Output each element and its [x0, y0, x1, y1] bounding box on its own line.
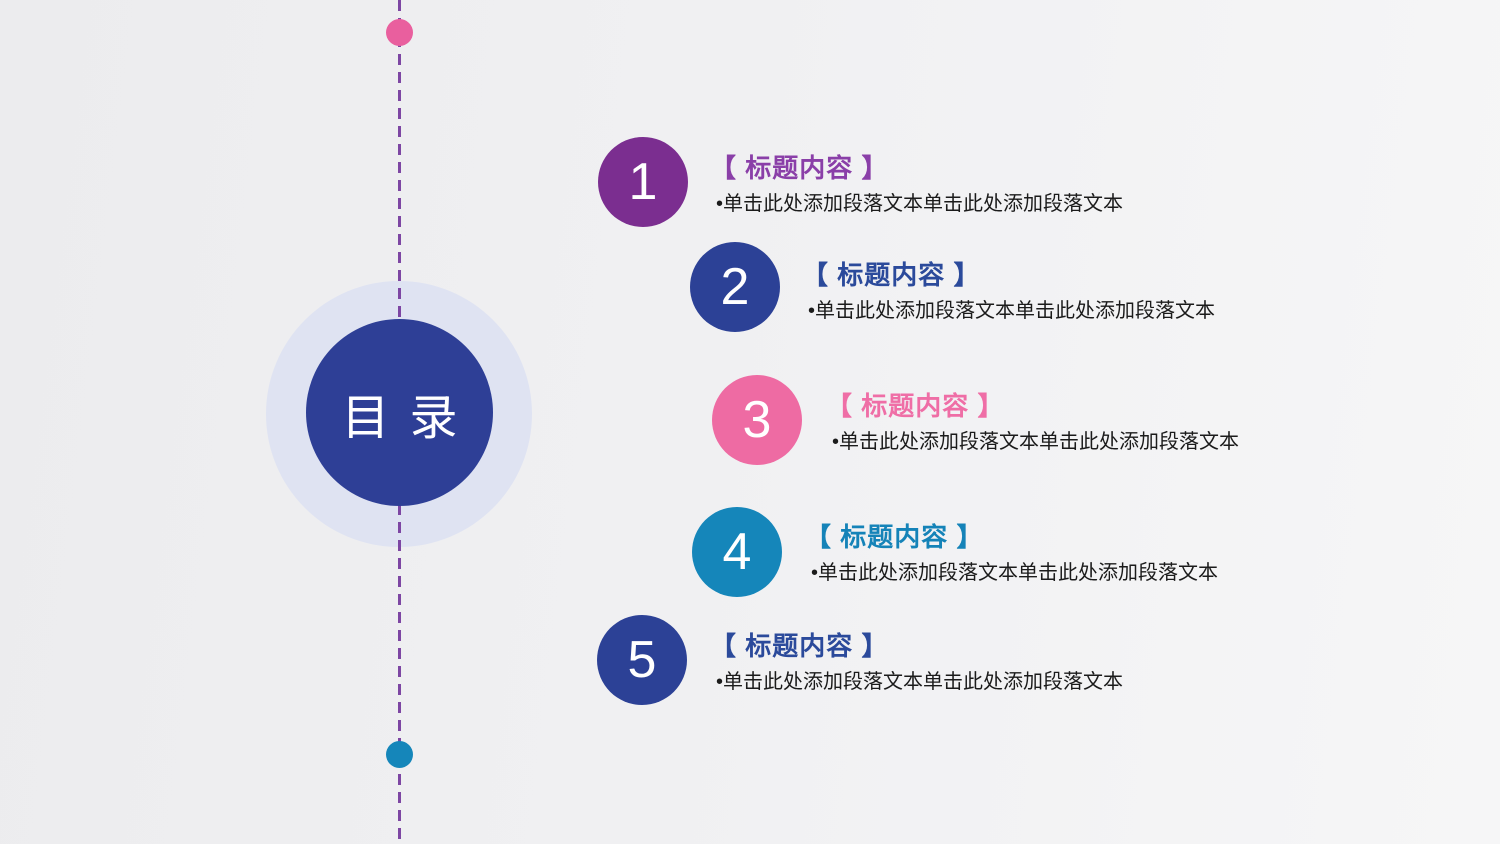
toc-title: 目录 — [341, 391, 478, 445]
item-2-title: 【 标题内容 】 — [802, 260, 981, 290]
timeline-dot-bottom-icon — [386, 741, 413, 768]
item-4-title: 【 标题内容 】 — [805, 522, 984, 552]
item-1-number: 1 — [628, 153, 658, 211]
item-4-number-circle: 4 — [692, 507, 782, 597]
item-5-number-circle: 5 — [597, 615, 687, 705]
timeline-dot-top-icon — [386, 19, 413, 46]
item-3-body: •单击此处添加段落文本单击此处添加段落文本 — [832, 431, 1240, 453]
item-4-body: •单击此处添加段落文本单击此处添加段落文本 — [811, 562, 1219, 584]
item-5-number: 5 — [627, 631, 657, 689]
item-5-title: 【 标题内容 】 — [710, 631, 889, 661]
item-4-number: 4 — [722, 523, 752, 581]
item-2-number-circle: 2 — [690, 242, 780, 332]
item-5-body: •单击此处添加段落文本单击此处添加段落文本 — [716, 671, 1124, 693]
item-2-number: 2 — [720, 258, 750, 316]
item-1-body: •单击此处添加段落文本单击此处添加段落文本 — [716, 193, 1124, 215]
item-1-title: 【 标题内容 】 — [710, 153, 889, 183]
toc-title-circle: 目录 — [306, 319, 493, 506]
item-3-number: 3 — [742, 391, 772, 449]
item-3-title: 【 标题内容 】 — [826, 391, 1005, 421]
item-3-number-circle: 3 — [712, 375, 802, 465]
item-2-body: •单击此处添加段落文本单击此处添加段落文本 — [808, 300, 1216, 322]
item-1-number-circle: 1 — [598, 137, 688, 227]
